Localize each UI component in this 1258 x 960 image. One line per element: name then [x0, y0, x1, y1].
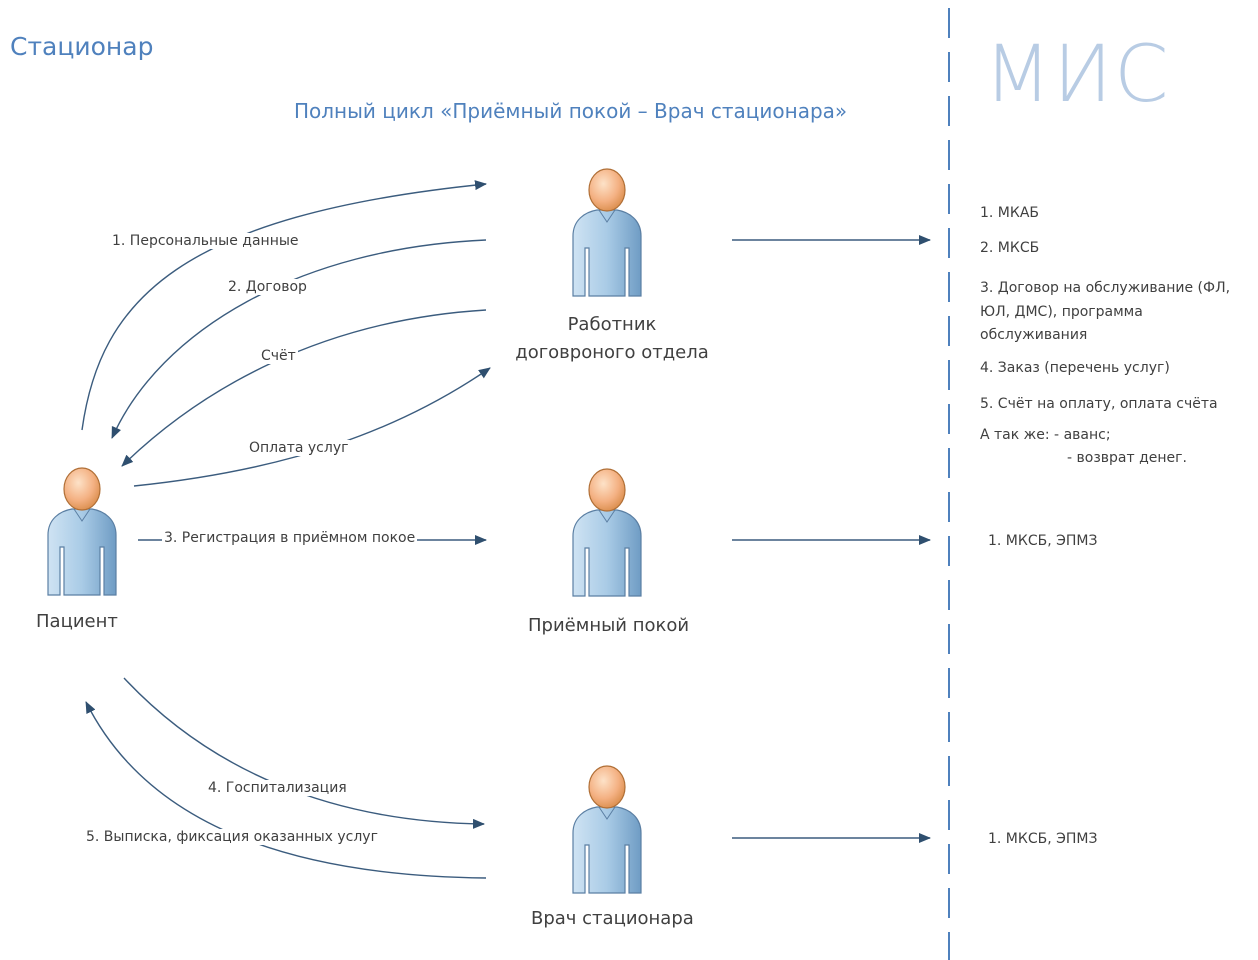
arrow-personal-data: [81, 180, 487, 431]
contract-worker-label-line1: Работник: [567, 314, 657, 335]
mis-contract-item: 4. Заказ (перечень услуг): [980, 360, 1170, 376]
mis-reception-item: 1. МКСБ, ЭПМЗ: [988, 533, 1098, 549]
mis-title: МИС: [984, 30, 1171, 120]
flow-label-payment: Оплата услуг: [247, 440, 351, 456]
flow-label-invoice: Счёт: [259, 348, 298, 364]
mis-contract-item: - возврат денег.: [1067, 450, 1187, 466]
flow-label-registration: 3. Регистрация в приёмном покое: [162, 530, 418, 546]
flow-label-personal-data: 1. Персональные данные: [110, 233, 301, 249]
reception-icon: [572, 468, 642, 597]
mis-doctor-item: 1. МКСБ, ЭПМЗ: [988, 831, 1098, 847]
contract-worker-label: Работник договроного отдела: [0, 311, 1224, 367]
doctor-label: Врач стационара: [531, 908, 694, 929]
page-title: Стационар: [10, 32, 154, 61]
mis-contract-item: обслуживания: [980, 327, 1088, 343]
contract-worker-label-line2: договроного отдела: [515, 342, 709, 363]
mis-contract-item: А так же: - аванс;: [980, 427, 1111, 443]
mis-contract-item: 1. МКАБ: [980, 205, 1040, 221]
flow-label-discharge: 5. Выписка, фиксация оказанных услуг: [84, 829, 380, 845]
mis-contract-item: 2. МКСБ: [980, 240, 1040, 256]
mis-contract-item: 5. Счёт на оплату, оплата счёта: [980, 396, 1218, 412]
doctor-icon: [572, 765, 642, 894]
mis-contract-item: 3. Договор на обслуживание (ФЛ,: [980, 280, 1231, 296]
flow-label-hospitalization: 4. Госпитализация: [206, 780, 349, 796]
diagram-subtitle: Полный цикл «Приёмный покой – Врач стаци…: [294, 99, 848, 123]
reception-label: Приёмный покой: [528, 615, 690, 636]
contract-worker-icon: [572, 168, 642, 297]
mis-contract-item: ЮЛ, ДМС), программа: [980, 304, 1143, 320]
arrow-contract: [111, 239, 487, 439]
flow-label-contract: 2. Договор: [226, 279, 309, 295]
patient-icon: [47, 467, 117, 596]
patient-label: Пациент: [36, 611, 118, 632]
